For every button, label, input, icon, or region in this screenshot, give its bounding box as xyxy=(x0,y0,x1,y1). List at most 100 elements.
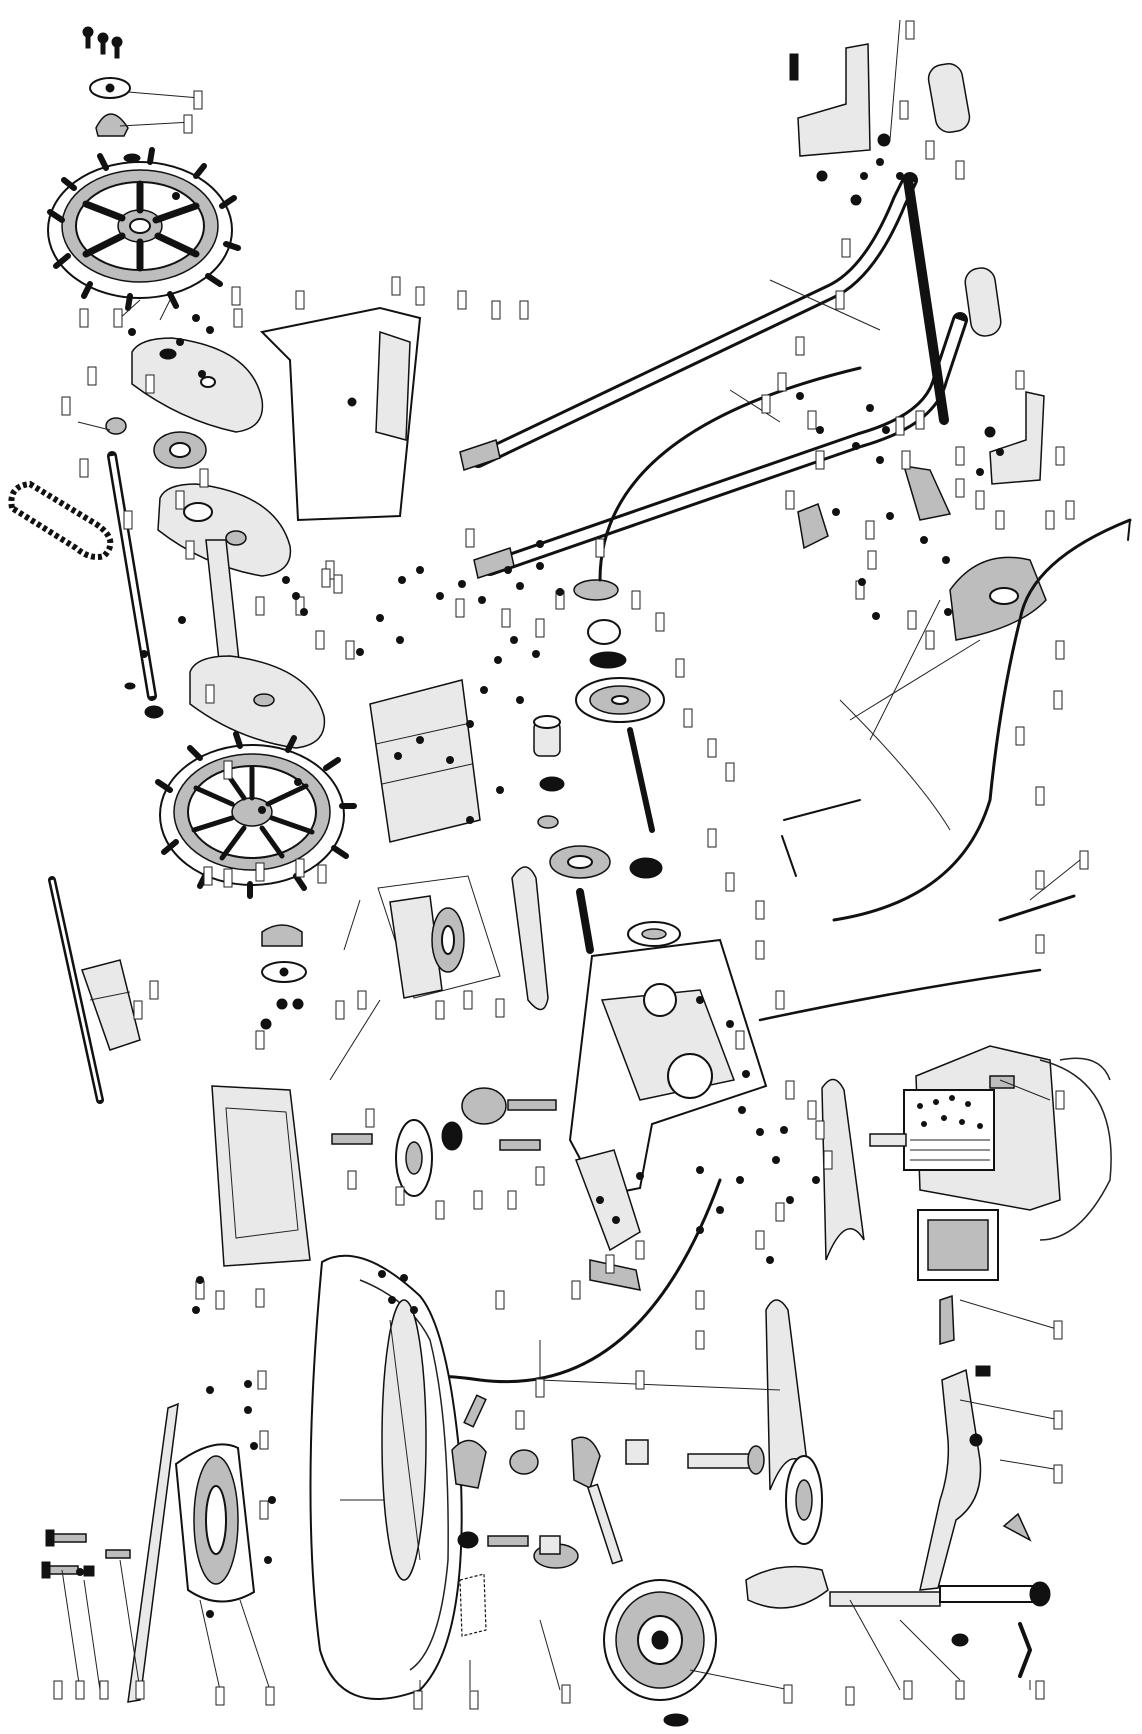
callout-tag xyxy=(473,1190,483,1210)
callout-tag xyxy=(975,490,985,510)
washer-nut xyxy=(796,392,804,400)
callout-tag xyxy=(259,1500,269,1520)
auger-housing xyxy=(309,1254,463,1700)
washer-nut xyxy=(410,1306,418,1314)
washer-nut xyxy=(258,806,266,814)
callout-tag xyxy=(635,1370,645,1390)
callout-tag xyxy=(321,568,331,588)
washer-nut xyxy=(206,1386,214,1394)
washer-nut xyxy=(696,1226,704,1234)
callout-tag xyxy=(295,858,305,878)
callout-tag xyxy=(899,100,909,120)
callout-tag xyxy=(1053,1410,1063,1430)
washer-nut xyxy=(504,566,512,574)
callout-tag xyxy=(775,1202,785,1222)
callout-tag xyxy=(75,1680,85,1700)
callout-tag xyxy=(515,1410,525,1430)
callout-tag xyxy=(1055,1090,1065,1110)
washer-nut xyxy=(636,1172,644,1180)
callout-tag xyxy=(895,416,905,436)
callout-tag xyxy=(61,396,71,416)
callout-tag xyxy=(255,1030,265,1050)
callout-tag xyxy=(1053,1320,1063,1340)
washer-nut xyxy=(416,566,424,574)
pulley-group-left xyxy=(331,875,557,1197)
control-lever-upper xyxy=(789,43,891,206)
washer-nut xyxy=(858,578,866,586)
washer-nut xyxy=(996,448,1004,456)
impeller-ring xyxy=(174,1443,256,1603)
callout-tag xyxy=(435,1200,445,1220)
callout-tag xyxy=(295,596,305,616)
washer-nut xyxy=(876,456,884,464)
gearbox-cover-upper xyxy=(105,337,292,577)
callout-tag xyxy=(707,738,717,758)
callout-tag xyxy=(595,538,605,558)
callout-tag xyxy=(457,290,467,310)
callout-tag xyxy=(955,478,965,498)
callout-tag xyxy=(795,336,805,356)
callout-tag xyxy=(507,1190,517,1210)
callout-tag xyxy=(1055,446,1065,466)
washer-nut xyxy=(292,592,300,600)
washer-nut xyxy=(396,636,404,644)
callout-tag xyxy=(903,1680,913,1700)
mounting-bolts-bottom-left xyxy=(41,1529,131,1579)
callout-tag xyxy=(1065,500,1075,520)
washer-nut xyxy=(780,1126,788,1134)
washer-nut xyxy=(466,720,474,728)
small-hardware xyxy=(76,158,1004,1618)
callout-tag xyxy=(193,90,203,110)
callout-tag xyxy=(465,528,475,548)
callout-tag xyxy=(785,1080,795,1100)
callout-tag xyxy=(79,308,89,328)
washer-nut xyxy=(866,404,874,412)
callout-tag xyxy=(835,290,845,310)
callout-tag xyxy=(785,490,795,510)
callout-tag xyxy=(815,1120,825,1140)
callout-tag xyxy=(123,510,133,530)
drive-wheel-upper xyxy=(47,147,241,311)
drive-chain xyxy=(8,480,114,560)
callout-tag xyxy=(535,1166,545,1186)
callout-tag xyxy=(631,590,641,610)
callout-tag xyxy=(133,1000,143,1020)
washer-nut xyxy=(516,582,524,590)
washer-nut xyxy=(250,1442,258,1450)
callout-tag xyxy=(995,510,1005,530)
callout-tag xyxy=(205,684,215,704)
callout-tag xyxy=(295,290,305,310)
callout-tag xyxy=(199,468,209,488)
callout-tag xyxy=(519,300,529,320)
callout-tag xyxy=(901,450,911,470)
washer-nut xyxy=(478,596,486,604)
chute-side-panel xyxy=(211,1085,311,1267)
washer-nut xyxy=(206,326,214,334)
callout-tag xyxy=(1045,510,1055,530)
callout-tag xyxy=(907,610,917,630)
washer-nut xyxy=(510,636,518,644)
callout-tag xyxy=(807,410,817,430)
callout-tag xyxy=(99,1680,109,1700)
washer-nut xyxy=(756,1128,764,1136)
callout-tag xyxy=(707,828,717,848)
callout-tag xyxy=(925,630,935,650)
callout-tag xyxy=(259,1430,269,1450)
washer-nut xyxy=(832,508,840,516)
callout-tag xyxy=(695,1330,705,1350)
callout-tag xyxy=(725,872,735,892)
washer-nut xyxy=(494,656,502,664)
callout-tag xyxy=(135,1680,145,1700)
washer-nut xyxy=(920,536,928,544)
callout-tag xyxy=(775,990,785,1010)
callout-tag xyxy=(777,372,787,392)
washer-nut xyxy=(282,576,290,584)
washer-nut xyxy=(696,1166,704,1174)
callout-tag xyxy=(755,940,765,960)
callout-tag xyxy=(571,1280,581,1300)
washer-nut xyxy=(198,370,206,378)
transmission-housing xyxy=(568,938,768,1291)
callout-tag xyxy=(1035,1680,1045,1700)
callout-tag xyxy=(735,1030,745,1050)
callout-tag xyxy=(231,286,241,306)
